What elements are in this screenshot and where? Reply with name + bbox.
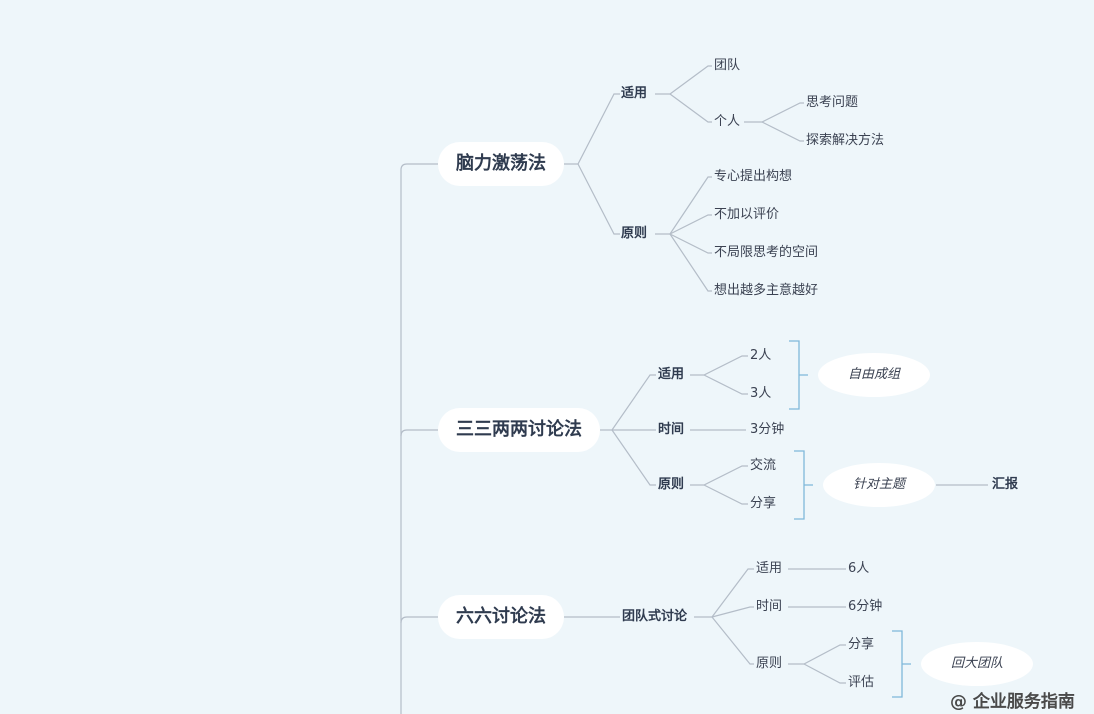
brain-person-explore[interactable]: 探索解决方法 — [806, 133, 885, 148]
six-principle-share[interactable]: 分享 — [848, 637, 875, 652]
connector-team-apply — [694, 568, 754, 618]
three-principle-summary[interactable]: 针对主题 — [823, 463, 935, 507]
connector-six-eval — [803, 663, 846, 684]
six-principle-summary[interactable]: 回大团队 — [921, 642, 1033, 686]
bracket-six-principle — [892, 630, 911, 698]
connector-apply-person — [669, 93, 712, 123]
connector-principle-2 — [669, 214, 712, 235]
six-principle-eval[interactable]: 评估 — [848, 675, 875, 690]
three-principle-result[interactable]: 汇报 — [992, 477, 1019, 492]
connector-root-brain — [400, 163, 438, 714]
brain-principle-item[interactable]: 想出越多主意越好 — [714, 283, 819, 298]
topic-six-six[interactable]: 六六讨论法 — [438, 595, 564, 639]
three-principle-share[interactable]: 分享 — [750, 496, 777, 511]
three-principle-label[interactable]: 原则 — [658, 477, 685, 492]
brain-person-think[interactable]: 思考问题 — [806, 95, 859, 110]
watermark: @ 企业服务指南 — [950, 692, 1075, 712]
topic-brainstorm[interactable]: 脑力激荡法 — [438, 142, 564, 186]
brain-apply-label[interactable]: 适用 — [621, 86, 648, 101]
connector-root-six — [400, 616, 438, 624]
connector-three-share — [703, 484, 748, 505]
six-team-label[interactable]: 团队式讨论 — [622, 609, 688, 624]
brain-principle-item[interactable]: 不加以评价 — [714, 207, 780, 222]
three-time-value[interactable]: 3分钟 — [750, 422, 785, 437]
brain-apply-team[interactable]: 团队 — [714, 58, 741, 73]
connector-team-principle — [711, 616, 754, 665]
brain-principle-label[interactable]: 原则 — [621, 226, 648, 241]
three-apply-2[interactable]: 2人 — [750, 348, 772, 363]
six-apply-label[interactable]: 适用 — [756, 561, 783, 576]
connector-principle-3 — [669, 233, 712, 254]
three-time-label[interactable]: 时间 — [658, 422, 685, 437]
brain-principle-item[interactable]: 不局限思考的空间 — [714, 245, 819, 260]
six-time-label[interactable]: 时间 — [756, 599, 783, 614]
three-apply-3[interactable]: 3人 — [750, 386, 772, 401]
brain-principle-item[interactable]: 专心提出构想 — [714, 169, 793, 184]
three-apply-summary[interactable]: 自由成组 — [818, 353, 930, 397]
connector-three-2 — [690, 355, 748, 376]
connector-brain-apply — [564, 93, 620, 165]
connector-three-principle — [611, 429, 656, 486]
connector-principle-4 — [669, 233, 712, 292]
six-apply-value[interactable]: 6人 — [848, 561, 870, 576]
connector-root-three — [400, 429, 438, 437]
connector-person-think — [744, 102, 804, 123]
three-principle-exchange[interactable]: 交流 — [750, 458, 777, 473]
bracket-three-apply — [789, 340, 808, 410]
connector-principle-1 — [655, 176, 712, 235]
connector-three-3 — [703, 374, 748, 395]
six-principle-label[interactable]: 原则 — [756, 656, 783, 671]
connector-six-share — [788, 644, 846, 665]
connector-three-apply — [600, 374, 656, 431]
connector-three-exchange — [690, 465, 748, 486]
connector-team-time — [711, 606, 754, 618]
connector-apply-team — [655, 65, 712, 95]
brain-apply-person[interactable]: 个人 — [714, 114, 741, 129]
connector-brain-principle — [577, 163, 620, 235]
six-time-value[interactable]: 6分钟 — [848, 599, 883, 614]
topic-three-two[interactable]: 三三两两讨论法 — [438, 408, 600, 452]
connector-person-explore — [761, 121, 804, 142]
three-apply-label[interactable]: 适用 — [658, 367, 685, 382]
bracket-three-principle — [794, 450, 813, 520]
